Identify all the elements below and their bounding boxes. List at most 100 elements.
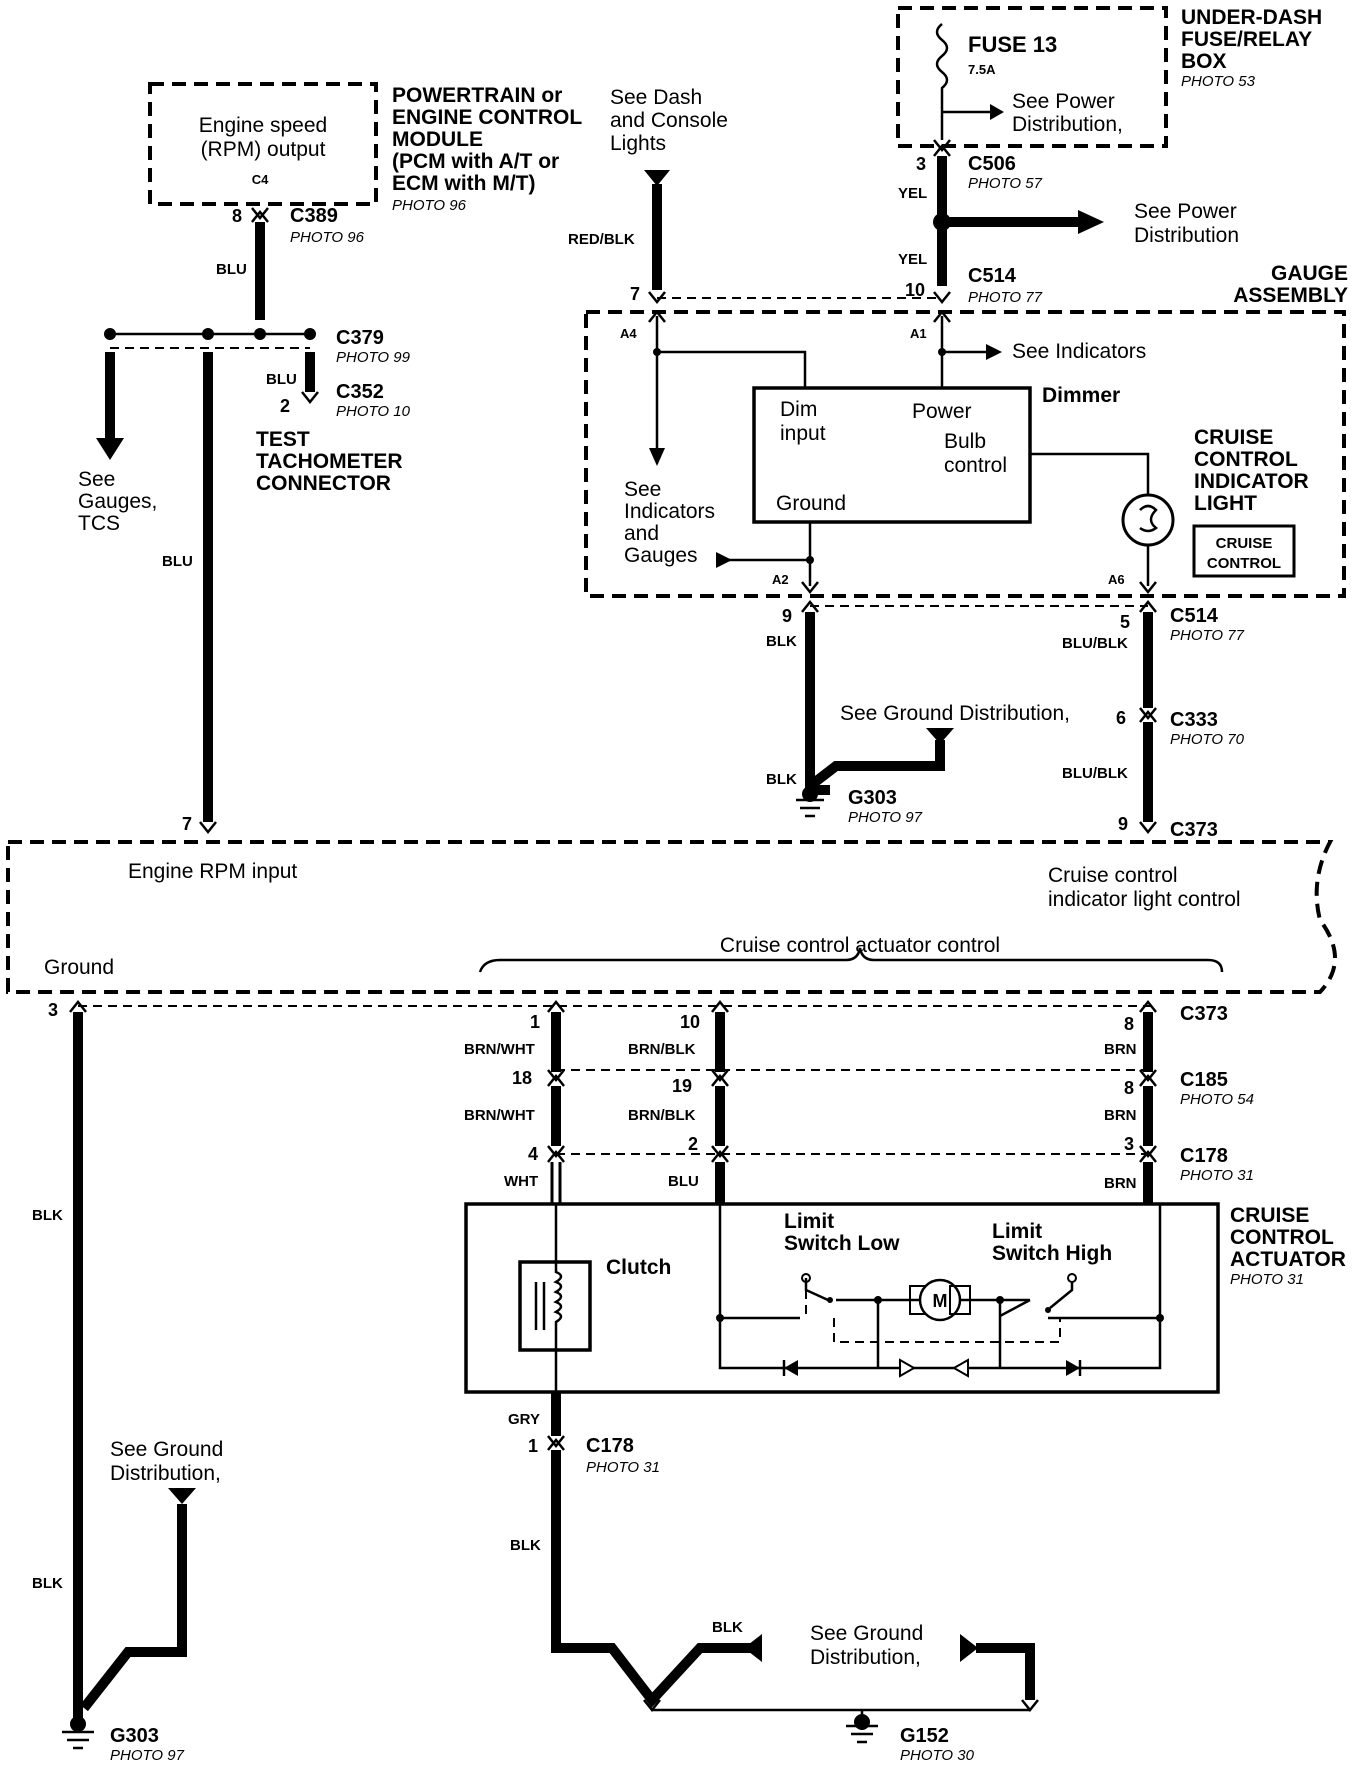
power-dist-line1: See Power [1134,200,1237,223]
bulb-control-1: Bulb [944,430,986,453]
wire-color-blk-left1: BLK [32,1207,63,1224]
actuator-wires: BRN/WHT BRN/BLK BRN 18 19 8 C185 PHOTO 5… [464,1012,1254,1204]
engine-rpm-input: Engine RPM input [128,860,297,883]
wire-color-red-blk: RED/BLK [568,231,635,248]
wire-color-blu-blk1: BLU/BLK [1062,635,1128,652]
g303-left-name: G303 [110,1725,159,1747]
pcm-name-1: POWERTRAIN or [392,84,562,107]
actuator-name-1: CRUISE [1230,1204,1309,1227]
c389-photo: PHOTO 96 [290,229,365,246]
c333-photo: PHOTO 70 [1170,731,1245,748]
actuator-control-label: Cruise control actuator control [720,934,1000,957]
indicator-name-4: LIGHT [1194,492,1257,515]
wire-color-brn-blk1: BRN/BLK [628,1041,696,1058]
g152-photo: PHOTO 30 [900,1747,975,1764]
c373-top-name: C373 [1170,819,1218,841]
pcm-name-4: (PCM with A/T or [392,150,559,173]
dash-lights-line3: Lights [610,132,666,155]
gauge-assembly-name-1: GAUGE [1271,262,1348,285]
cruise-control-unit: Engine RPM input Ground Cruise control i… [6,840,1337,994]
wire-color-brn-blk2: BRN/BLK [628,1107,696,1124]
dimmer-power: Power [912,400,972,423]
c178-gry-photo: PHOTO 31 [586,1459,660,1476]
c506-photo: PHOTO 57 [968,175,1043,192]
test-tach-2: TACHOMETER [256,450,403,473]
cruise-indicator-light: CRUISE CONTROL INDICATOR LIGHT CRUISE CO… [1192,426,1309,578]
pcm-inner-1: Engine speed [199,114,327,137]
fuse-see-line1: See Power [1012,90,1115,113]
limit-low-1: Limit [784,1210,834,1233]
dim-input-1: Dim [780,398,817,421]
c373-top-pin-right: 9 [1118,814,1128,834]
fuse-relay-box: FUSE 13 7.5A See Power Distribution, UND… [896,6,1322,148]
see-gauges-tcs-2: Gauges, [78,490,157,513]
g303-mid-photo: PHOTO 97 [848,809,923,826]
c514-top-connector: 7 10 C514 PHOTO 77 [630,265,1043,306]
actuator-ground-run: GRY 1 C178 PHOTO 31 BLK BLK See Ground D… [508,1392,1039,1764]
wire-color-blk-gauge2: BLK [766,771,797,788]
wire-color-yel1: YEL [898,185,927,202]
power-dist-arrow [1078,210,1104,234]
c514-top-photo: PHOTO 77 [968,289,1043,306]
c373-bottom-name: C373 [1180,1003,1228,1025]
gauge-assembly-name-2: ASSEMBLY [1233,284,1348,307]
cruise-indicator-1: Cruise control [1048,864,1178,887]
see-indicators: See Indicators [1012,340,1146,363]
dash-console-lights: See Dash and Console Lights RED/BLK [568,86,728,290]
c185-pin-18: 18 [512,1068,532,1088]
wire-color-wht: WHT [504,1173,538,1190]
c178-pin-4: 4 [528,1144,538,1164]
wire-color-gry: GRY [508,1411,540,1428]
c373-bottom-connector: 3 1 10 8 C373 [48,999,1228,1034]
ground-dist-left-1: See Ground [110,1438,223,1461]
wire-color-blu-long: BLU [162,553,193,570]
pcm-photo: PHOTO 96 [392,197,467,214]
wire-color-blk-left2: BLK [32,1575,63,1592]
pcm-name-2: ENGINE CONTROL [392,106,582,129]
c185-photo: PHOTO 54 [1180,1091,1254,1108]
g152-name: G152 [900,1725,949,1747]
g303-left-ground: BLK BLK See Ground Distribution, G303 PH… [32,1012,223,1764]
c389-name: C389 [290,205,338,227]
ground-dist-mid: See Ground Distribution, [840,702,1070,725]
fuse-box-name-3: BOX [1181,50,1227,73]
c185-name: C185 [1180,1069,1228,1091]
c352-photo: PHOTO 10 [336,403,411,420]
g303-mid-ground: See Ground Distribution, BLK BLK G303 PH… [766,612,1070,826]
dash-lights-line1: See Dash [610,86,702,109]
c514-bottom-pin-left: 9 [782,606,792,626]
dim-input-2: input [780,422,826,445]
c514-bottom-name: C514 [1170,605,1219,627]
ground-dist-right-2: Distribution, [810,1646,921,1669]
c389-connector: 8 C389 PHOTO 96 BLU [216,205,365,320]
dimmer-ground: Ground [776,492,846,515]
c178-pin-3: 3 [1124,1134,1134,1154]
see-ind-gauges-2: Indicators [624,500,715,523]
c514-top-pin-left: 7 [630,284,640,304]
pcm-inner-2: (RPM) output [201,138,326,161]
pin-a4: A4 [620,326,637,341]
wire-color-blu-blk2: BLU/BLK [1062,765,1128,782]
c352-pin: 2 [280,396,290,416]
pcm-name-5: ECM with M/T) [392,172,535,195]
cruise-indicator-2: indicator light control [1048,888,1241,911]
test-tach-3: CONNECTOR [256,472,391,495]
c514-top-name: C514 [968,265,1017,287]
wire-color-blk-gauge1: BLK [766,633,797,650]
wire-color-yel2: YEL [898,251,927,268]
c178-gry-pin: 1 [528,1436,538,1456]
dash-lights-line2: and Console [610,109,728,132]
c178-pin-2: 2 [688,1134,698,1154]
see-ind-gauges-4: Gauges [624,544,698,567]
ground-dist-right-1: See Ground [810,1622,923,1645]
power-dist-line2: Distribution [1134,224,1239,247]
see-gauges-tcs-1: See [78,468,115,491]
c373-top-pin-left: 7 [182,814,192,834]
c373-pin-3: 3 [48,1000,58,1020]
cruise-badge-2: CONTROL [1207,555,1281,572]
fuse-box-name-1: UNDER-DASH [1181,6,1322,29]
g303-left-photo: PHOTO 97 [110,1747,185,1764]
limit-high-1: Limit [992,1220,1042,1243]
wire-color-brn2: BRN [1104,1107,1137,1124]
c373-pin-1: 1 [530,1012,540,1032]
